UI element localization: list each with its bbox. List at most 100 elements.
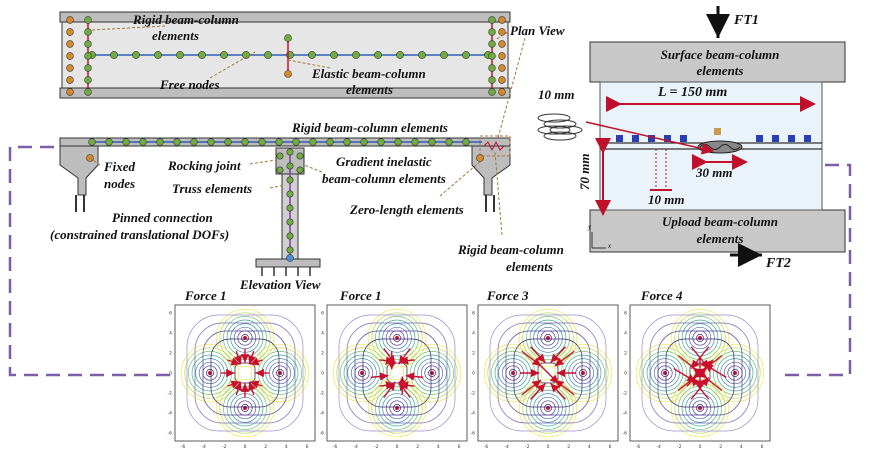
contour-center (243, 406, 247, 410)
contour-center (546, 336, 550, 340)
x-tick-label: 4 (740, 444, 743, 450)
y-tick-label: -6 (623, 431, 628, 437)
plan-view-label: Plan View (510, 23, 565, 38)
elevation-node (156, 138, 164, 146)
rigid-bottom-label-2: elements (506, 259, 553, 274)
plan-edge-node (66, 40, 74, 48)
plan-edge-node (66, 52, 74, 60)
y-tick-label: 0 (472, 371, 475, 377)
force-arrow (537, 362, 559, 384)
plan-edge-node (84, 64, 92, 72)
plan-edge-node (66, 16, 74, 24)
elevation-view-label: Elevation View (240, 277, 321, 292)
elevation-node (105, 138, 113, 146)
elevation-node (190, 138, 198, 146)
column-node (286, 204, 294, 212)
ft1-label: FT1 (734, 13, 759, 28)
x-tick-label: -2 (525, 444, 530, 450)
panel-1-title: Force 1 (185, 288, 227, 303)
y-tick-label: 6 (169, 311, 172, 317)
zero-length-label: Zero-length elements (350, 202, 464, 217)
plan-edge-node (84, 28, 92, 36)
rigid-top-label-1: Rigid beam-column (133, 12, 239, 27)
x-tick-label: 4 (437, 444, 440, 450)
x-tick-label: 0 (244, 444, 247, 450)
surface-label-1: Surface beam-column (660, 47, 780, 62)
plan-node (264, 51, 272, 59)
elevation-node (428, 138, 436, 146)
x-tick-label: 4 (285, 444, 288, 450)
spacing-label: 10 mm (648, 192, 685, 207)
column-node (286, 246, 294, 254)
elevation-node (445, 138, 453, 146)
elevation-node (411, 138, 419, 146)
x-tick-label: 2 (416, 444, 419, 450)
surface-label-2: elements (696, 63, 744, 78)
free-nodes-label: Free nodes (160, 77, 220, 92)
contour-center (698, 336, 702, 340)
plan-edge-node (488, 40, 496, 48)
x-tick-label: -6 (333, 444, 338, 450)
x-tick-label: 6 (609, 444, 612, 450)
force-arrow (554, 350, 575, 367)
plan-node (374, 51, 382, 59)
force-arrow (398, 348, 411, 365)
force-arrow (370, 372, 389, 381)
rigid-bottom-label-1: Rigid beam-column (458, 242, 564, 257)
y-tick-label: -4 (471, 411, 476, 417)
force-arrow (673, 368, 696, 383)
contour-center (278, 371, 282, 375)
force-arrow (550, 346, 567, 363)
plan-node (132, 51, 140, 59)
elevation-node (224, 138, 232, 146)
force-arrow (521, 379, 542, 396)
pinned-label-2: (constrained translational DOFs) (50, 227, 230, 242)
x-tick-label: -6 (484, 444, 489, 450)
panel-4-title: Force 4 (641, 288, 683, 303)
x-tick-label: -2 (222, 444, 227, 450)
elevation-node (326, 138, 334, 146)
plan-edge-node (488, 88, 496, 96)
truss-label: Truss elements (172, 181, 253, 196)
rigid-elements-label: Rigid beam-column elements (292, 120, 448, 135)
x-tick-label: -2 (677, 444, 682, 450)
x-tick-label: 2 (567, 444, 570, 450)
fixed-nodes-label-2: nodes (104, 176, 136, 191)
force-arrow (248, 381, 257, 396)
plan-edge-node (84, 76, 92, 84)
contour-center (698, 406, 702, 410)
x-tick-label: -4 (656, 444, 661, 450)
elevation-node (122, 138, 130, 146)
contour-center (663, 371, 667, 375)
plan-node (176, 51, 184, 59)
wire-diameter-label: 10 mm (538, 87, 575, 102)
y-tick-label: 2 (169, 351, 172, 357)
force-arrow (233, 350, 242, 365)
y-tick-label: -6 (168, 431, 173, 437)
elevation-node (275, 138, 283, 146)
pinned-label-1: Pinned connection (112, 210, 213, 225)
force-arrow (405, 372, 424, 381)
elevation-node (139, 138, 147, 146)
column-node (286, 162, 294, 170)
plan-edge-node (498, 40, 506, 48)
plan-edge-node (488, 76, 496, 84)
y-tick-label: 4 (321, 331, 324, 337)
elevation-node (462, 138, 470, 146)
plan-edge-node (84, 88, 92, 96)
x-tick-label: 4 (588, 444, 591, 450)
y-tick-label: 0 (169, 371, 172, 377)
y-tick-label: 2 (321, 351, 324, 357)
column-node (286, 232, 294, 240)
y-tick-label: 4 (472, 331, 475, 337)
elevation-node (241, 138, 249, 146)
plan-node (154, 51, 162, 59)
plan-edge-node (498, 28, 506, 36)
x-tick-label: -4 (504, 444, 509, 450)
elevation-node (394, 138, 402, 146)
plan-edge-node (488, 52, 496, 60)
contour-center (511, 371, 515, 375)
